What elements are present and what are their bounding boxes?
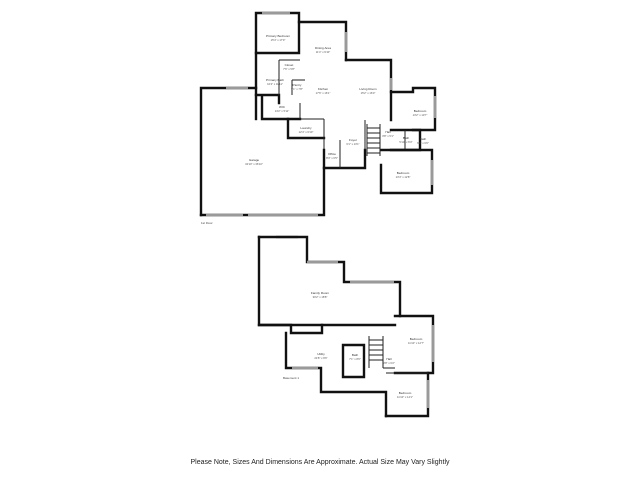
room-dims: 30'2" x 18'8" [313, 295, 328, 299]
room-name: Pantry [293, 83, 302, 87]
room-name: Bath [352, 353, 359, 357]
room-dims: 34'10" x 36'10" [245, 162, 263, 166]
room-name: Office [328, 152, 336, 156]
room-name: Primary Bedroom [266, 34, 290, 38]
room-name: Hall [385, 130, 391, 134]
room-name: Primary Bath [266, 78, 284, 82]
room-dims: 6'1" x 13'1" [346, 142, 359, 146]
first-floor-walls [199, 11, 437, 217]
room-name: Laundry [300, 126, 312, 130]
room-dims: 13'2" x 5'11" [275, 109, 290, 113]
room-dims: 24'8" x 9'6" [314, 356, 327, 360]
room-name: Foyer [349, 138, 357, 142]
room-name: Utility [317, 352, 325, 356]
room-name: Bedroom [399, 391, 412, 395]
room-dims: 15'4" x 17'0" [271, 38, 286, 42]
room-name: Family Room [311, 291, 330, 295]
room-dims: 12'4" x 6'10" [299, 130, 314, 134]
room-name: Bath [403, 136, 410, 140]
room-dims: 11'4" x 9'10" [316, 50, 331, 54]
room-dims: 7'1" x 8'0" [349, 357, 361, 361]
room-dims: 15'2" x 16'0" [361, 91, 376, 95]
room-dims: 17'6" x 16'1" [316, 91, 331, 95]
room-name: Hall [386, 357, 392, 361]
room-dims: 3'8" x 5'1" [382, 134, 394, 138]
basement-walls [257, 235, 435, 418]
room-dims: 10'2" x 11'11" [267, 82, 283, 86]
room-name: WIC [279, 105, 286, 109]
basement-labels: Family Room 30'2" x 18'8" Bedroom 11'10"… [283, 291, 424, 399]
room-dims: 6'1" x 6'0" [417, 141, 429, 145]
room-dims: 7'6" x 5'8" [283, 67, 295, 71]
room-name: Kitchen [318, 87, 329, 91]
room-name: Closet [285, 63, 294, 67]
room-dims: 11'10" x 14'1" [397, 395, 413, 399]
room-name: Bedroom [414, 109, 427, 113]
room-dims: 8'3" x 6'5" [326, 156, 338, 160]
room-name: Living Room [359, 87, 377, 91]
room-name: Garage [249, 158, 260, 162]
room-name: Bedroom [397, 171, 410, 175]
room-dims: 13'4" x 12'8" [396, 175, 411, 179]
room-name: Bedroom [410, 337, 423, 341]
disclaimer-text: Please Note, Sizes And Dimensions Are Ap… [190, 459, 450, 466]
room-dims: 11'10" x 12'7" [408, 341, 424, 345]
floor-label: Basement 1 [283, 376, 299, 380]
room-name: Dining Area [315, 46, 331, 50]
room-dims: 13'2" x 10'7" [413, 113, 428, 117]
room-dims: 5'10" x 6'3" [399, 140, 412, 144]
room-dims: 3'8" x 6'2" [383, 361, 395, 365]
room-name: Bath [420, 137, 427, 141]
room-dims: 5'1" x 7'8" [291, 87, 303, 91]
first-floor-labels: 1st Floor Primary Bedroom 15'4" x 17'0" … [201, 34, 429, 225]
floor-label: 1st Floor [201, 221, 213, 225]
